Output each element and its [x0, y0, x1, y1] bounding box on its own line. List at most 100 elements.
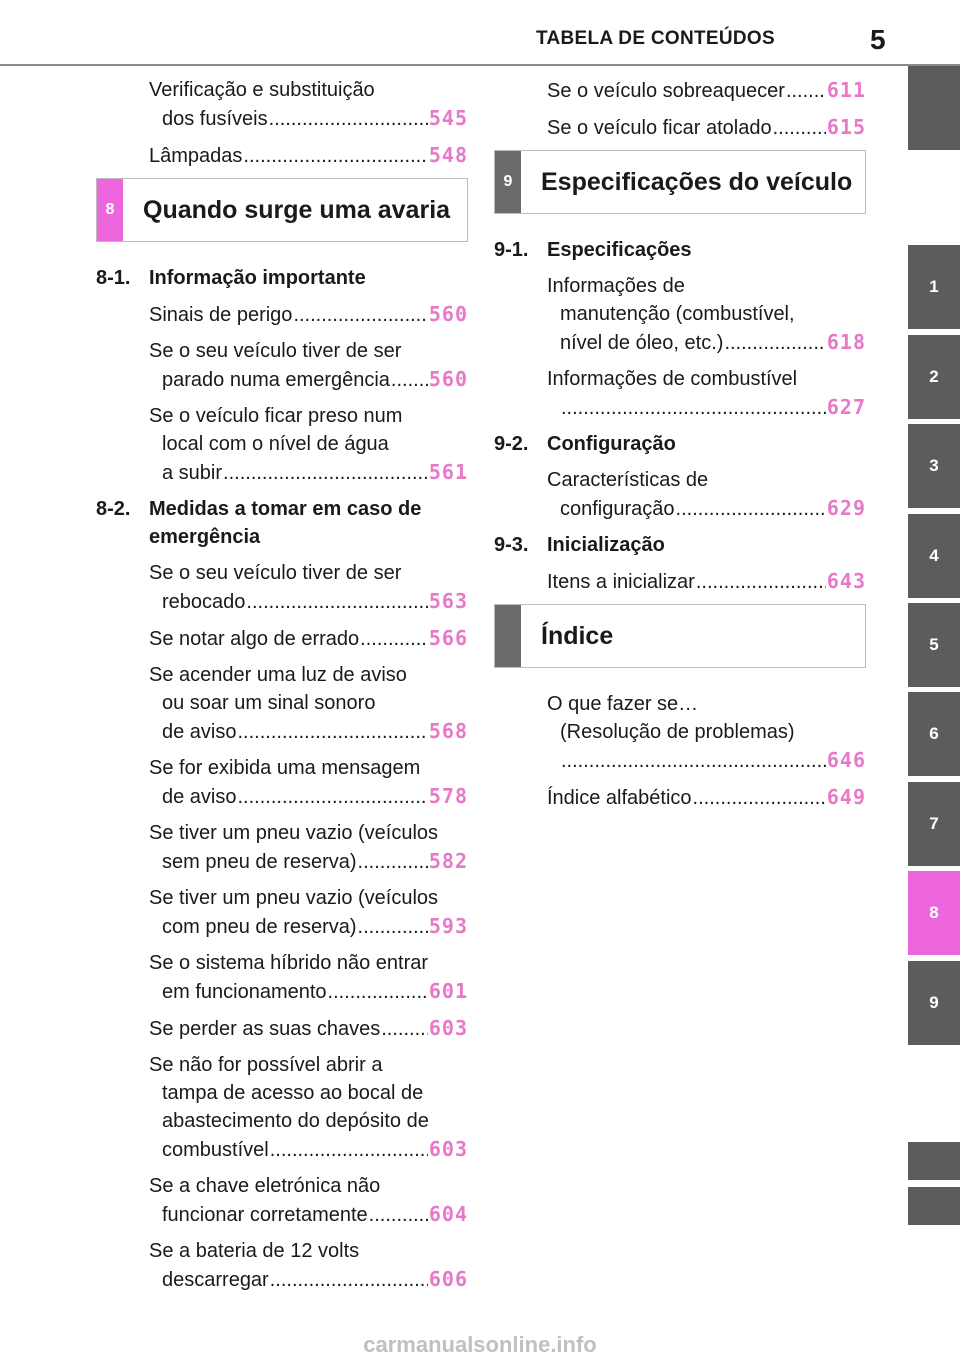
chapter-box-tab [495, 605, 521, 667]
toc-entry[interactable]: Sinais de perigo 560 [96, 300, 468, 329]
page-reference-link[interactable]: 578 [428, 784, 468, 808]
page-reference-link[interactable]: 604 [428, 1202, 468, 1226]
chapter-tab-9[interactable]: 9 [908, 961, 960, 1045]
page-reference-link[interactable]: 618 [826, 330, 866, 354]
page-reference-link[interactable]: 601 [428, 979, 468, 1003]
chapter-tab-6[interactable]: 6 [908, 692, 960, 776]
entry-last-line: a subir 561 [149, 458, 468, 487]
toc-entry[interactable]: Se o seu veículo tiver de ser parado numa… [96, 337, 468, 394]
page-reference-link[interactable]: 615 [826, 115, 866, 139]
page-reference-link[interactable]: 560 [428, 367, 468, 391]
entry-text-line: funcionar corretamente [162, 1204, 368, 1226]
entry-text-line: Se o seu veículo tiver de ser [149, 340, 402, 362]
entry-text-line: dos fusíveis [162, 108, 268, 130]
chapter-box-tab: 8 [97, 179, 123, 241]
chapter-tab-blank[interactable] [908, 1187, 960, 1225]
entry-text-line: Informações de [547, 275, 685, 297]
page-reference-link[interactable]: 560 [428, 302, 468, 326]
page-reference-link[interactable]: 606 [428, 1267, 468, 1291]
page-reference-link[interactable]: 561 [428, 460, 468, 484]
page-reference-link[interactable]: 603 [428, 1016, 468, 1040]
page-reference-link[interactable]: 563 [428, 589, 468, 613]
page-reference-link[interactable]: 649 [826, 785, 866, 809]
entry-last-line: nível de óleo, etc.)618 [547, 328, 866, 357]
entry-text-line: Se a bateria de 12 volts [149, 1240, 360, 1262]
page-reference-link[interactable]: 545 [428, 106, 468, 130]
entry-text-line: Índice alfabético [547, 787, 692, 809]
page-reference-link[interactable]: 611 [826, 78, 866, 102]
page-reference-link[interactable]: 548 [428, 143, 468, 167]
entry-text-line: Se tiver um pneu vazio (veículos [149, 822, 439, 844]
chapter-tab-blank[interactable] [908, 66, 960, 150]
entry-text-line: Se notar algo de errado [149, 628, 360, 650]
entry-text-line: Se o veículo ficar preso num [149, 405, 403, 427]
section-title: emergência [149, 526, 261, 548]
page-reference-link[interactable]: 603 [428, 1137, 468, 1161]
toc-entry[interactable]: Lâmpadas 548 [96, 141, 468, 170]
entry-text-line: local com o nível de água [162, 433, 389, 455]
section-title: Medidas a tomar em caso de [149, 498, 422, 520]
chapter-box-title: Quando surge uma avaria [143, 195, 451, 224]
entry-last-line: Sinais de perigo 560 [149, 300, 468, 329]
section-number: 9-2. [494, 433, 529, 455]
toc-entry[interactable]: Índice alfabético 649 [494, 783, 866, 812]
page-reference-link[interactable]: 566 [428, 626, 468, 650]
chapter-tab-8[interactable]: 8 [908, 871, 960, 955]
page-reference-link[interactable]: 593 [428, 914, 468, 938]
entry-text-line: Sinais de perigo [149, 304, 293, 326]
chapter-tab-blank[interactable] [908, 1142, 960, 1180]
dot-leader [693, 784, 826, 812]
entry-text-line: Itens a inicializar [547, 571, 695, 593]
entry-last-line: Se perder as suas chaves603 [149, 1014, 468, 1043]
dot-leader [358, 913, 428, 941]
entry-text-line: Se não for possível abrir a [149, 1054, 383, 1076]
chapter-tab-2[interactable]: 2 [908, 335, 960, 419]
toc-entry[interactable]: Se o veículo ficar preso num local com o … [96, 402, 468, 487]
entry-text-line: parado numa emergência [162, 369, 390, 391]
page-reference-link[interactable]: 643 [826, 569, 866, 593]
toc-entry[interactable]: Se o veículo ficar atolado615 [494, 113, 866, 142]
page-reference-link[interactable]: 629 [826, 496, 866, 520]
dot-leader [270, 1136, 428, 1164]
entry-text-line: Se a chave eletrónica não [149, 1175, 381, 1197]
toc-entry[interactable]: Se a chave eletrónica não funcionar corre… [96, 1172, 468, 1229]
entry-text-line: a subir [162, 462, 223, 484]
page-reference-link[interactable]: 568 [428, 719, 468, 743]
entry-last-line: Se o veículo sobreaquecer611 [547, 76, 866, 105]
toc-entry[interactable]: Características deconfiguração629 [494, 466, 866, 523]
entry-text-line: Lâmpadas [149, 145, 243, 167]
toc-entry[interactable]: Se notar algo de errado 566 [96, 624, 468, 653]
toc-entry[interactable]: Se a bateria de 12 volts descarregar606 [96, 1237, 468, 1294]
toc-entry[interactable]: Se perder as suas chaves603 [96, 1014, 468, 1043]
entry-last-line: descarregar606 [149, 1265, 468, 1294]
chapter-tab-1[interactable]: 1 [908, 245, 960, 329]
chapter-tab-4[interactable]: 4 [908, 514, 960, 598]
page-reference-link[interactable]: 646 [826, 748, 866, 772]
dot-leader [369, 1201, 428, 1229]
toc-entry[interactable]: O que fazer se…(Resolução de problemas)6… [494, 690, 866, 775]
section-title: Configuração [547, 433, 676, 455]
chapter-tab-7[interactable]: 7 [908, 782, 960, 866]
entry-text-line: O que fazer se… [547, 693, 699, 715]
toc-entry[interactable]: Se o seu veículo tiver de serrebocado563 [96, 559, 468, 616]
toc-entry[interactable]: Se o veículo sobreaquecer611 [494, 76, 866, 105]
entry-last-line: funcionar corretamente 604 [149, 1200, 468, 1229]
chapter-heading-box: Índice [494, 604, 866, 668]
section-heading: 9-3.Inicialização [494, 531, 866, 559]
page-reference-link[interactable]: 582 [428, 849, 468, 873]
toc-entry[interactable]: Informações de combustível627 [494, 365, 866, 422]
page-reference-link[interactable]: 627 [826, 395, 866, 419]
chapter-tab-3[interactable]: 3 [908, 424, 960, 508]
dot-leader [381, 1015, 428, 1043]
toc-entry[interactable]: Itens a inicializar 643 [494, 567, 866, 596]
chapter-tab-5[interactable]: 5 [908, 603, 960, 687]
